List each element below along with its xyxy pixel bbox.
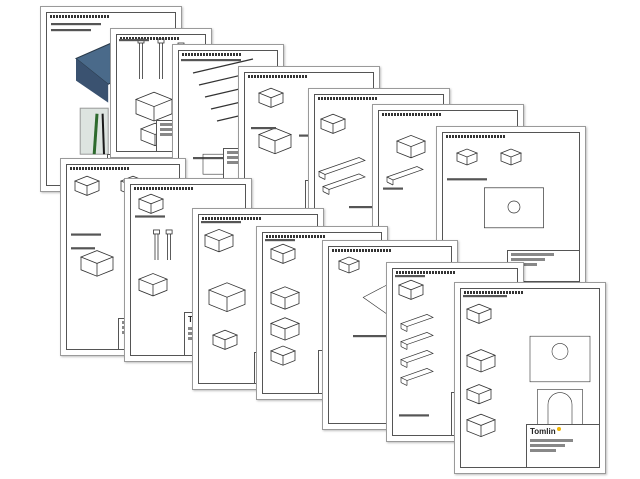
drawing-sheet: Tomlin — [454, 282, 606, 474]
isometric-drawing — [395, 275, 434, 417]
sheet-header — [382, 113, 442, 116]
sheet-header — [396, 271, 456, 274]
isometric-drawing — [383, 134, 427, 190]
drawing-sheet — [436, 126, 586, 288]
company-logo: Tomlin — [530, 427, 561, 436]
sheet-border — [460, 288, 600, 468]
title-block: Tomlin — [526, 424, 599, 467]
title-block-row — [511, 258, 546, 261]
sheet-header — [134, 187, 194, 190]
logo-dot-icon — [556, 427, 561, 431]
sheet-header — [446, 135, 506, 138]
sheet-header — [120, 37, 180, 40]
sheet-header — [50, 15, 110, 18]
isometric-drawing — [463, 295, 591, 438]
sheet-header — [318, 97, 378, 100]
title-block-row — [227, 161, 247, 164]
isometric-drawing — [318, 113, 379, 209]
isometric-drawing — [201, 221, 247, 350]
isometric-drawing — [135, 193, 173, 297]
title-block-row — [530, 439, 574, 442]
sheet-header — [464, 291, 524, 294]
sheet-header — [248, 75, 308, 78]
title-block-row — [530, 449, 556, 452]
sheet-header — [266, 235, 326, 238]
sheet-header — [70, 167, 130, 170]
title-block-row — [530, 444, 565, 447]
sheet-header — [332, 249, 392, 252]
title-block-row — [160, 133, 178, 136]
company-logo-text: Tomlin — [530, 427, 556, 436]
title-block-row — [511, 253, 554, 256]
title-block-row — [160, 128, 184, 131]
isometric-drawing — [265, 239, 387, 366]
sheet-header — [182, 53, 242, 56]
sheet-header — [202, 217, 262, 220]
